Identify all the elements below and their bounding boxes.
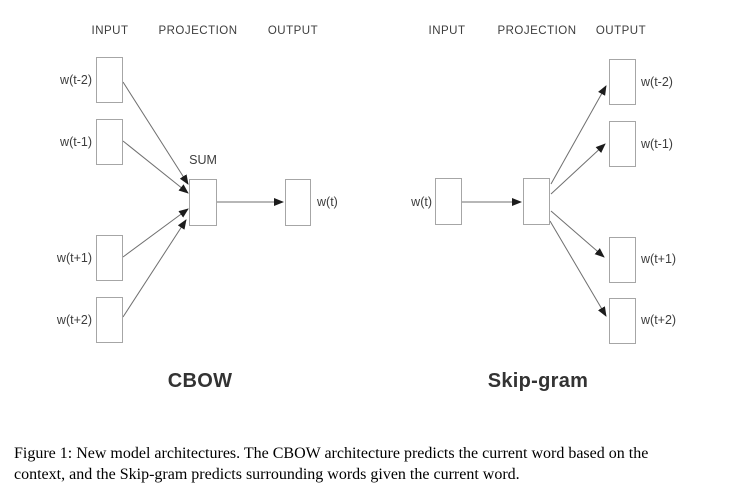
- skipgram-output-label-wt-plus1: w(t+1): [641, 252, 677, 266]
- cbow-input-box-wt-minus1: [96, 119, 123, 165]
- arrow-cbow-wt-minus2-to-sum: [122, 81, 189, 185]
- skipgram-column-header-projection: PROJECTION: [497, 25, 577, 37]
- cbow-column-header-input: INPUT: [91, 25, 129, 37]
- skipgram-column-header-output: OUTPUT: [595, 25, 647, 37]
- arrow-cbow-wt-minus1-to-sum: [122, 140, 189, 194]
- arrow-skipgram-to-wt-plus2: [549, 220, 607, 317]
- figure-caption: Figure 1: New model architectures. The C…: [14, 443, 734, 485]
- cbow-input-box-wt-minus2: [96, 57, 123, 103]
- cbow-input-label-wt-minus1: w(t-1): [60, 135, 92, 149]
- cbow-input-label-wt-minus2: w(t-2): [60, 73, 92, 87]
- arrow-skipgram-to-wt-minus2: [550, 85, 607, 185]
- cbow-title: CBOW: [167, 370, 233, 392]
- skipgram-output-box-wt-plus2: [609, 298, 636, 344]
- skipgram-output-label-wt-plus2: w(t+2): [641, 313, 677, 327]
- arrow-skipgram-to-wt-plus1: [550, 210, 605, 258]
- cbow-column-header-projection: PROJECTION: [158, 25, 238, 37]
- figure-caption-line-2: context, and the Skip-gram predicts surr…: [14, 466, 520, 483]
- skipgram-projection-box: [523, 178, 550, 225]
- arrow-cbow-wt-plus2-to-sum: [122, 219, 187, 318]
- skipgram-output-label-wt-minus1: w(t-1): [641, 137, 673, 151]
- skipgram-output-box-wt-minus1: [609, 121, 636, 167]
- skipgram-column-header-input: INPUT: [428, 25, 466, 37]
- skipgram-input-box-wt: [435, 178, 462, 225]
- cbow-input-label-wt-plus2: w(t+2): [56, 313, 92, 327]
- arrow-cbow-wt-plus1-to-sum: [122, 208, 189, 258]
- cbow-sum-label: SUM: [189, 153, 217, 167]
- cbow-projection-box: [189, 179, 217, 226]
- skipgram-input-label-wt: w(t): [411, 195, 432, 209]
- skipgram-title: Skip-gram: [487, 370, 589, 392]
- cbow-input-box-wt-plus2: [96, 297, 123, 343]
- cbow-output-label-wt: w(t): [317, 195, 338, 209]
- skipgram-output-box-wt-minus2: [609, 59, 636, 105]
- arrow-skipgram-to-wt-minus1: [550, 143, 606, 195]
- cbow-column-header-output: OUTPUT: [267, 25, 319, 37]
- cbow-input-box-wt-plus1: [96, 235, 123, 281]
- skipgram-output-label-wt-minus2: w(t-2): [641, 75, 673, 89]
- skipgram-output-box-wt-plus1: [609, 237, 636, 283]
- figure-caption-line-1: Figure 1: New model architectures. The C…: [14, 445, 649, 462]
- cbow-output-box: [285, 179, 311, 226]
- cbow-input-label-wt-plus1: w(t+1): [56, 251, 92, 265]
